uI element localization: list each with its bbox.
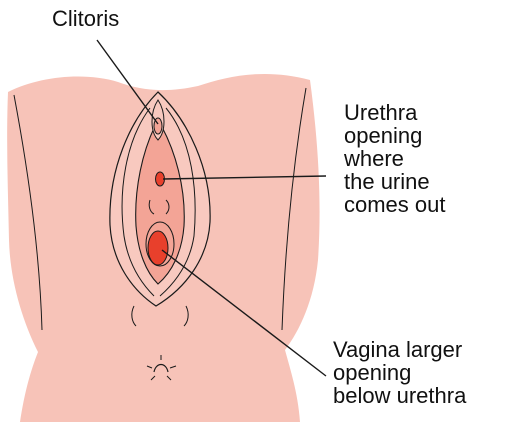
vagina-opening [148, 231, 168, 265]
vagina-label: Vagina larger opening below urethra [333, 338, 466, 407]
urethra-label: Urethra opening where the urine comes ou… [344, 101, 446, 216]
clitoris-label: Clitoris [52, 7, 119, 30]
